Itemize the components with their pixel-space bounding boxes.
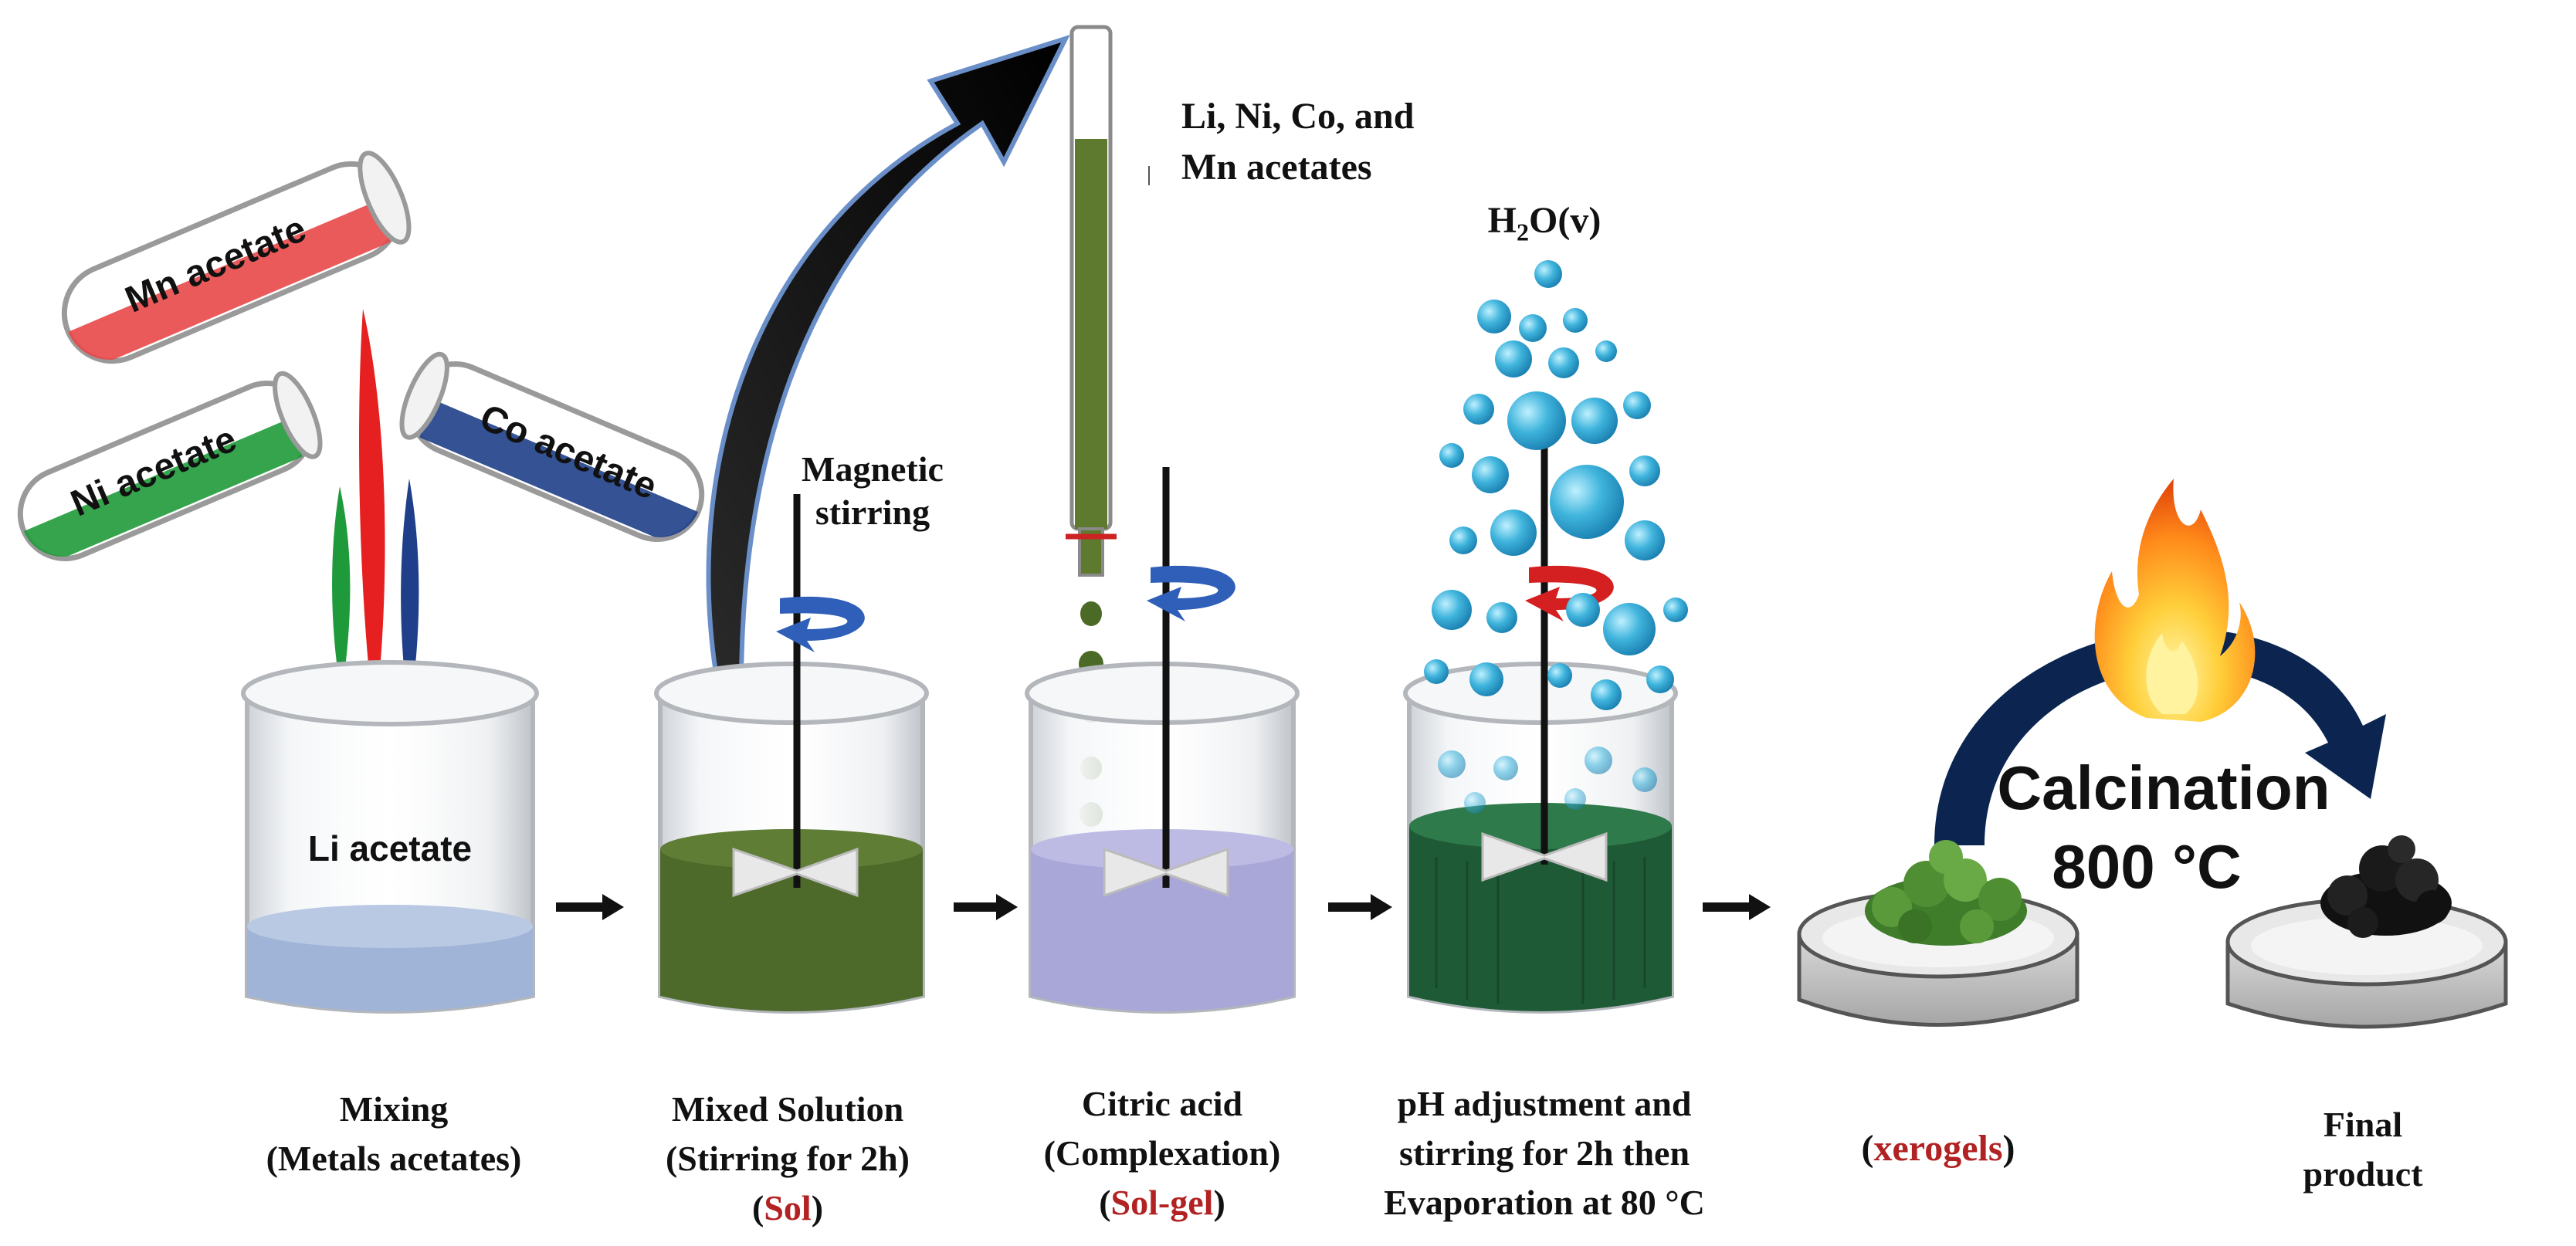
caption-sol-line2: (Stirring for 2h) — [665, 1139, 910, 1178]
caption-solgel-open: ( — [1099, 1183, 1111, 1222]
caption-evaporation: pH adjustment and stirring for 2h then E… — [1336, 1079, 1753, 1227]
caption-evap-line1: pH adjustment and — [1397, 1084, 1692, 1123]
caption-evap-line2: stirring for 2h then — [1398, 1133, 1690, 1173]
caption-sol-line1: Mixed Solution — [671, 1089, 904, 1129]
magnetic-label-line2: stirring — [815, 493, 930, 532]
magnetic-label-line1: Magnetic — [802, 449, 944, 489]
final-product-pile — [2320, 835, 2452, 938]
vapor-bubbles — [1424, 260, 1688, 814]
caption-sol-open: ( — [751, 1188, 764, 1227]
burette — [1066, 25, 1150, 577]
caption-solgel-line2: (Complexation) — [1043, 1133, 1281, 1173]
caption-mixing: Mixing (Metals acetates) — [208, 1085, 579, 1183]
caption-mixing-line2: (Metals acetates) — [266, 1139, 522, 1178]
vapor-label: H2O(v) — [1467, 199, 1622, 247]
caption-xerogels-close: ) — [2002, 1128, 2015, 1169]
beaker-evaporation — [1403, 409, 1678, 1014]
caption-solgel-close: ) — [1213, 1183, 1225, 1222]
caption-citric-acid: Citric acid (Complexation) (Sol-gel) — [977, 1079, 1347, 1227]
vapor-h: H — [1487, 200, 1517, 241]
caption-mixed-solution: Mixed Solution (Stirring for 2h) (Sol) — [602, 1085, 973, 1233]
big-curved-arrow — [706, 35, 1070, 689]
beaker-sol — [654, 494, 929, 1014]
co-acetate-tube: Co acetate — [399, 351, 705, 542]
mn-stream — [359, 309, 385, 722]
step-arrow — [1328, 894, 1392, 920]
beaker-sol-gel — [1025, 467, 1300, 1014]
caption-final-line1: Final — [2323, 1105, 2403, 1144]
caption-mixing-line1: Mixing — [339, 1089, 449, 1129]
caption-solgel-term: Sol-gel — [1110, 1183, 1214, 1222]
burette-label-line2: Mn acetates — [1181, 147, 1372, 188]
magnetic-stirring-label: Magnetic stirring — [795, 448, 950, 534]
calcination-title: Calcination — [1997, 753, 2330, 822]
vapor-rest: O(v) — [1529, 200, 1602, 241]
caption-xerogels-open: ( — [1861, 1128, 1874, 1169]
calcination-arc-arrow — [1934, 628, 2386, 845]
li-acetate-label: Li acetate — [308, 828, 472, 868]
caption-solgel-line1: Citric acid — [1081, 1084, 1243, 1123]
caption-sol-term: Sol — [764, 1188, 812, 1227]
calcination-temperature: 800 °C — [2052, 832, 2241, 901]
caption-evap-line3: Evaporation at 80 °C — [1384, 1183, 1705, 1222]
burette-label-line1: Li, Ni, Co, and — [1181, 96, 1415, 137]
xerogel-pile — [1865, 840, 2027, 946]
caption-final-line2: product — [2303, 1154, 2423, 1194]
co-stream — [401, 479, 419, 714]
burette-label: Li, Ni, Co, and Mn acetates — [1181, 91, 1414, 193]
step-arrow — [954, 894, 1018, 920]
caption-sol-close: ) — [811, 1188, 824, 1227]
caption-xerogels: (xerogels) — [1784, 1127, 2093, 1170]
flame-icon — [2094, 479, 2256, 722]
ni-acetate-tube: Ni acetate — [17, 371, 323, 561]
step-arrow — [1703, 894, 1771, 920]
beaker-li-acetate: Li acetate — [241, 660, 539, 1014]
caption-final-product: Final product — [2239, 1100, 2486, 1199]
step-arrow — [556, 894, 624, 920]
caption-xerogels-term: xerogels — [1873, 1128, 2003, 1169]
vapor-subscript: 2 — [1517, 218, 1530, 246]
ni-stream — [332, 486, 351, 695]
